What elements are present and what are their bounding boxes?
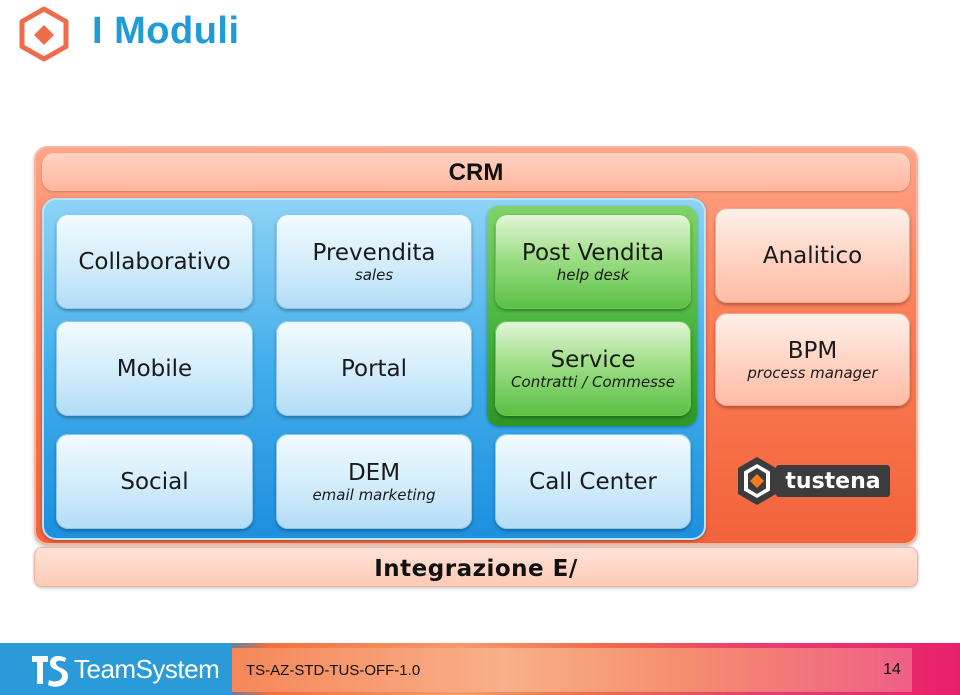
module-label: Service	[550, 346, 636, 373]
integration-bar	[34, 547, 918, 587]
tustena-logo: tustena	[738, 457, 890, 505]
tustena-hexagon-icon	[738, 457, 776, 505]
module-social: Social	[56, 434, 253, 529]
page-title: I Moduli	[92, 10, 240, 52]
module-label: BPM	[787, 337, 838, 364]
module-subtitle: help desk	[556, 265, 630, 284]
module-subtitle: email marketing	[312, 485, 436, 504]
module-subtitle: sales	[354, 265, 394, 284]
module-bpm: BPM process manager	[715, 313, 910, 406]
teamsystem-hexagon-icon	[19, 6, 69, 62]
module-mobile: Mobile	[56, 321, 253, 416]
module-label: DEM	[347, 459, 401, 486]
teamsystem-ts-icon	[32, 655, 68, 687]
footer-info-panel	[232, 648, 912, 692]
module-label: Portal	[340, 355, 408, 382]
module-post-vendita: Post Vendita help desk	[495, 214, 691, 309]
module-analitico: Analitico	[715, 208, 910, 303]
module-label: Analitico	[762, 242, 863, 269]
module-call-center: Call Center	[495, 434, 691, 529]
module-subtitle: process manager	[747, 363, 878, 382]
module-label: Collaborativo	[78, 248, 231, 275]
crm-label: CRM	[448, 159, 504, 186]
module-dem: DEM email marketing	[276, 434, 472, 529]
module-label: Mobile	[116, 355, 193, 382]
module-service: Service Contratti / Commesse	[495, 321, 691, 416]
module-label: Post Vendita	[521, 239, 665, 266]
module-label: Social	[120, 468, 189, 495]
footer-brand-name: TeamSystem	[74, 654, 220, 684]
crm-header-bar	[42, 153, 910, 191]
module-label: Prevendita	[312, 239, 436, 266]
module-label: Call Center	[529, 468, 657, 495]
tustena-logo-text: tustena	[785, 469, 880, 494]
page-number: 14	[883, 661, 901, 678]
module-portal: Portal	[276, 321, 472, 416]
module-prevendita: Prevendita sales	[276, 214, 472, 309]
document-code: TS-AZ-STD-TUS-OFF-1.0	[246, 662, 421, 679]
module-subtitle: Contratti / Commesse	[511, 372, 675, 391]
module-collaborativo: Collaborativo	[56, 214, 253, 309]
integration-label: Integrazione E/	[374, 556, 578, 582]
